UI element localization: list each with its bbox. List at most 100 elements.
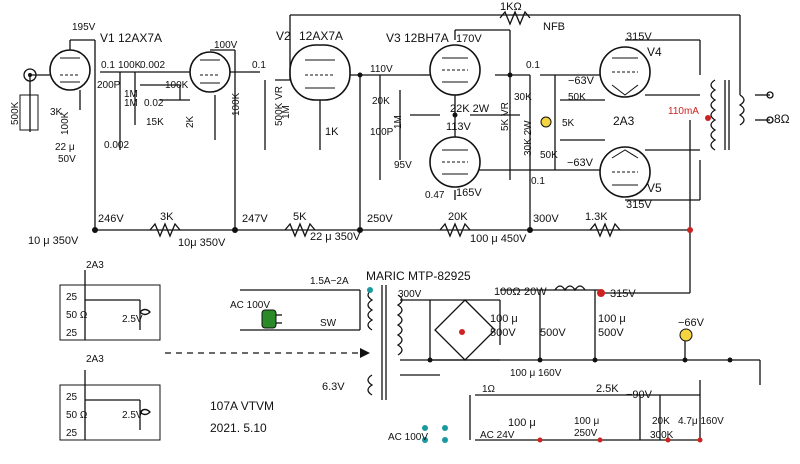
lbl-f-25b: 25 xyxy=(66,328,78,339)
label-v3: V3 12BH7A xyxy=(386,31,449,45)
lbl-100k-b: 100K xyxy=(165,80,189,91)
bridge-rectifier xyxy=(434,299,496,361)
lbl-01b: 0.1 xyxy=(252,60,266,71)
lbl-1m-a: 1M xyxy=(124,89,138,100)
power-transformer xyxy=(367,285,403,400)
lamp-5k xyxy=(540,116,552,128)
lbl-ac100v-b: AC 100V xyxy=(388,432,428,443)
lbl-500k-in: 500K xyxy=(10,101,21,125)
nfb-label: NFB xyxy=(543,21,565,33)
lbl-110ma: 110mA xyxy=(668,106,699,117)
lbl-100u-b: 100 μ xyxy=(508,417,536,429)
lbl-110v: 110V xyxy=(370,64,393,75)
lbl-2-5k: 2.5K xyxy=(596,383,619,395)
lbl-3k: 3K xyxy=(50,107,63,118)
tube-v3b xyxy=(429,136,481,188)
lbl-165v: 165V xyxy=(456,187,482,199)
lbl-10u-350: 10 μ 350V xyxy=(28,235,79,247)
lbl-f-25a: 25 xyxy=(66,292,78,303)
lbl-100ohm: 100Ω xyxy=(494,286,521,298)
title-model: 107A VTVM xyxy=(210,399,274,413)
lbl-22u: 22 μ xyxy=(55,142,75,153)
lbl-m90: −90V xyxy=(626,389,653,401)
lbl-01d: 0.1 xyxy=(531,176,545,187)
lbl-5kvr: 5K VR xyxy=(500,102,511,131)
lbl-250v: 250V xyxy=(367,213,393,225)
lbl-100u-250: 100 μ xyxy=(574,416,599,427)
lbl-1m-c: 1M xyxy=(281,105,292,119)
lbl-100u-160a: 100 μ 160V xyxy=(510,368,562,379)
lbl-transformer-brand: MARIC MTP-82925 xyxy=(366,269,471,283)
volume-500k xyxy=(19,94,39,131)
lbl-0002a: 0.002 xyxy=(140,60,165,71)
label-v2: V2 xyxy=(276,29,291,43)
lbl-300k: 300K xyxy=(650,430,674,441)
lbl-g-50ohm: 50 Ω xyxy=(66,410,88,421)
lbl-01a: 0.1 xyxy=(101,60,115,71)
lbl-22k: 22K 2W xyxy=(450,103,490,115)
output-transformer xyxy=(705,79,774,151)
junctions xyxy=(92,72,733,443)
tube-v3a xyxy=(429,44,481,96)
lbl-95v: 95V xyxy=(394,160,412,171)
lbl-247v: 247V xyxy=(242,213,268,225)
lbl-100k-a: 100K xyxy=(118,60,142,71)
lbl-20k-c: 20K xyxy=(652,416,670,427)
lbl-sw: SW xyxy=(320,318,337,329)
lbl-002: 0.02 xyxy=(144,98,164,109)
lbl-01c: 0.1 xyxy=(526,60,540,71)
lbl-20k-a: 20K xyxy=(372,96,390,107)
lbl-100p: 100P xyxy=(370,127,394,138)
lbl-50k-b: 50K xyxy=(540,150,558,161)
lbl-100u-500b1: 100 μ xyxy=(598,313,626,325)
wiring xyxy=(29,14,770,441)
lbl-ac100v: AC 100V xyxy=(230,300,270,311)
lbl-300v: 300V xyxy=(533,213,559,225)
tube-v2 xyxy=(289,44,351,101)
lbl-8ohm: 8Ω xyxy=(774,112,790,126)
choke xyxy=(554,285,605,297)
lbl-250v: 250V xyxy=(574,428,598,439)
input-jack xyxy=(23,68,37,82)
lbl-100v-top: 100V xyxy=(214,40,238,51)
lbl-f-2a3: 2A3 xyxy=(86,260,104,271)
tube-v1b xyxy=(189,51,231,93)
lbl-1k: 1K xyxy=(325,126,339,138)
lbl-246v: 246V xyxy=(98,213,124,225)
lbl-f-50ohm: 50 Ω xyxy=(66,310,88,321)
labels: 1KΩ NFB V1 12AX7A V2 12AX7A V3 12BH7A V4… xyxy=(10,1,790,443)
lbl-fuse: 1.5A−2A xyxy=(310,276,349,287)
lbl-g-25b: 25 xyxy=(66,428,78,439)
label-v4: V4 xyxy=(647,45,662,59)
lbl-100k-c: 100K xyxy=(60,111,71,135)
lbl-100u-500a2: 500V xyxy=(490,327,516,339)
lbl-50v: 50V xyxy=(58,154,76,165)
lbl-g-2a3: 2A3 xyxy=(86,354,104,365)
lbl-315b: 315V xyxy=(626,199,652,211)
label-v2-type: 12AX7A xyxy=(299,29,343,43)
tube-v1a xyxy=(49,49,91,91)
lbl-vr-500k: 500K VR xyxy=(274,86,285,126)
ac-plug xyxy=(261,309,282,329)
nfb-resistor-label: 1KΩ xyxy=(500,1,522,13)
lbl-m66: −66V xyxy=(678,317,705,329)
lbl-113v: 113V xyxy=(446,121,472,133)
lbl-15k: 15K xyxy=(146,117,164,128)
lbl-100k-d: 100K xyxy=(231,92,242,116)
lbl-2k: 2K xyxy=(185,115,196,128)
tube-v5 xyxy=(599,146,651,198)
lbl-5k: 5K xyxy=(562,118,575,129)
resistor-set xyxy=(149,10,621,238)
lbl-200p: 200P xyxy=(97,80,121,91)
lbl-100u-500b2: 500V xyxy=(598,327,624,339)
lbl-m63b: −63V xyxy=(567,157,594,169)
lbl-3k-b: 3K xyxy=(160,211,174,223)
lbl-1m-d: 1M xyxy=(393,115,404,129)
lbl-g-25a: 25 xyxy=(66,392,78,403)
lbl-g-25v: 2.5V xyxy=(122,410,143,421)
lbl-047: 0.47 xyxy=(425,190,445,201)
lbl-315a: 315V xyxy=(626,31,652,43)
lbl-20k-b: 20K xyxy=(448,211,468,223)
lbl-5k-b: 5K xyxy=(293,211,307,223)
